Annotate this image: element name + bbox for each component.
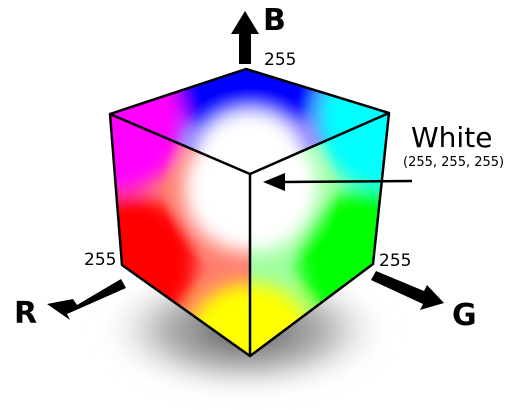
cube-outline bbox=[108, 67, 391, 358]
axis-label-r: R bbox=[14, 296, 38, 331]
axis-label-b: B bbox=[263, 3, 286, 38]
axis-max-label-r: 255 bbox=[84, 250, 117, 270]
arrow-up-icon bbox=[231, 11, 259, 64]
arrow-down-left-icon bbox=[47, 279, 126, 320]
axis-label-g: G bbox=[452, 298, 477, 333]
callout-arrow-shaft bbox=[281, 179, 413, 184]
callout-rgb-value: (255, 255, 255) bbox=[403, 155, 505, 170]
axis-max-label-g: 255 bbox=[379, 251, 412, 271]
arrow-down-right-icon bbox=[371, 271, 444, 310]
arrow-left-icon bbox=[263, 173, 285, 191]
axis-max-label-b: 255 bbox=[264, 50, 297, 70]
callout-title: White bbox=[411, 121, 493, 154]
